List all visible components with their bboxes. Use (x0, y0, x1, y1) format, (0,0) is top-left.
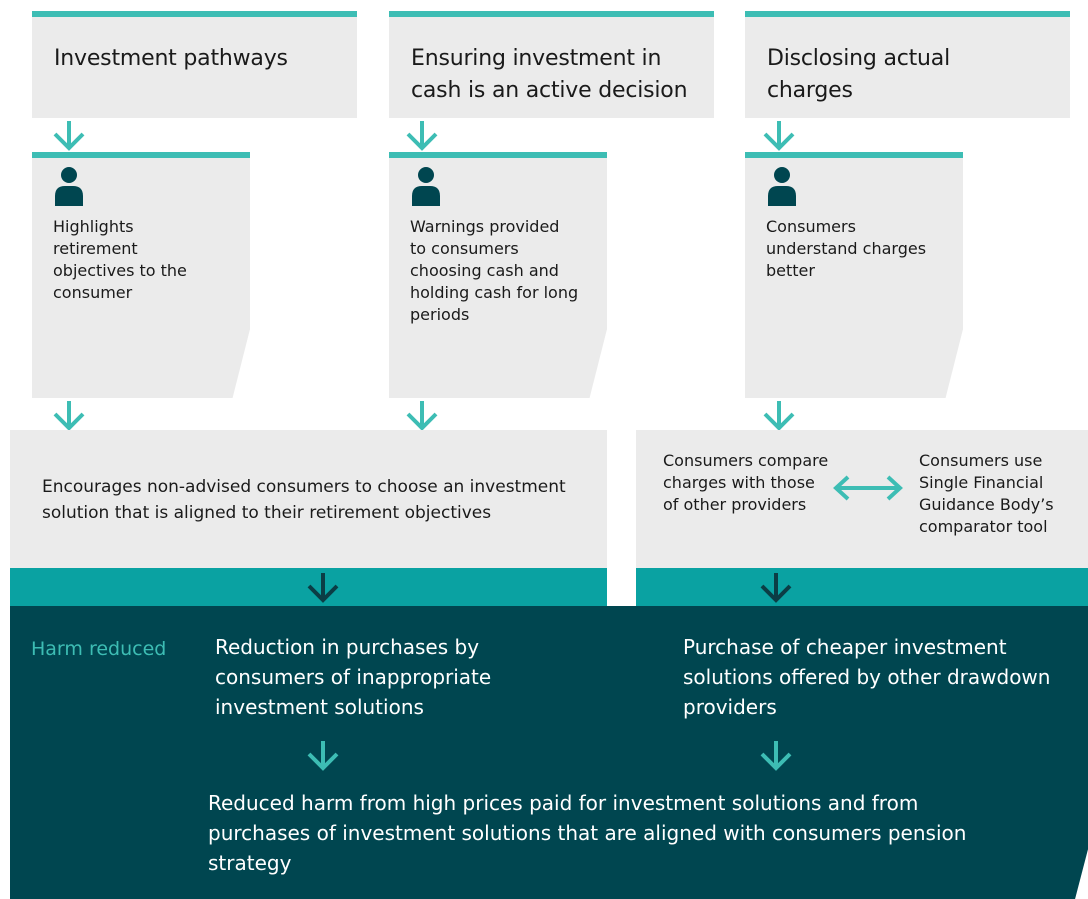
person-icon (55, 167, 83, 206)
arrow-down-icon (763, 121, 795, 151)
card-text: Consumers understand charges better (766, 217, 927, 280)
harm-reduced-label: Harm reduced (31, 638, 167, 660)
outcome-left-box: Encourages non-advised consumers to choo… (10, 430, 607, 568)
arrow-down-icon (307, 741, 339, 771)
top-box-disclosing-charges: Disclosing actual charges (745, 11, 1070, 118)
harm-final-text: Reduced harm from high prices paid for i… (208, 791, 967, 875)
card-understand-charges: Consumers understand charges better (745, 152, 963, 398)
top-box-title: Investment pathways (54, 46, 288, 71)
outcome-right-box: Consumers compare charges with those of … (636, 430, 1088, 568)
outcome-left-text: Encourages non-advised consumers to choo… (42, 477, 566, 523)
arrow-down-icon (53, 121, 85, 151)
top-box-investment-pathways: Investment pathways (32, 11, 357, 118)
arrow-down-icon (406, 121, 438, 151)
arrow-down-icon (307, 573, 339, 603)
arrow-down-icon (760, 741, 792, 771)
arrow-down-icon (406, 401, 438, 431)
person-icon (768, 167, 796, 206)
top-box-title: Ensuring investment in cash is an active… (411, 46, 688, 103)
double-arrow-icon (833, 475, 903, 501)
outcome-right-compare: Consumers compare charges with those of … (663, 451, 829, 514)
card-warnings: Warnings provided to consumers choosing … (389, 152, 607, 398)
teal-strip-right (636, 568, 1088, 606)
top-box-title: Disclosing actual charges (767, 46, 950, 103)
arrow-down-icon (760, 573, 792, 603)
outcome-right-comparator: Consumers use Single Financial Guidance … (919, 451, 1054, 536)
card-text: Warnings provided to consumers choosing … (410, 217, 579, 324)
arrow-down-icon (53, 401, 85, 431)
harm-left-text: Reduction in purchases by consumers of i… (215, 635, 492, 719)
card-highlights: Highlights retirement objectives to the … (32, 152, 250, 398)
person-icon (412, 167, 440, 206)
top-box-cash-decision: Ensuring investment in cash is an active… (389, 11, 714, 118)
harm-right-text: Purchase of cheaper investment solutions… (683, 635, 1051, 719)
card-text: Highlights retirement objectives to the … (53, 217, 187, 302)
arrow-down-icon (763, 401, 795, 431)
harm-reduced-band (10, 606, 1088, 899)
